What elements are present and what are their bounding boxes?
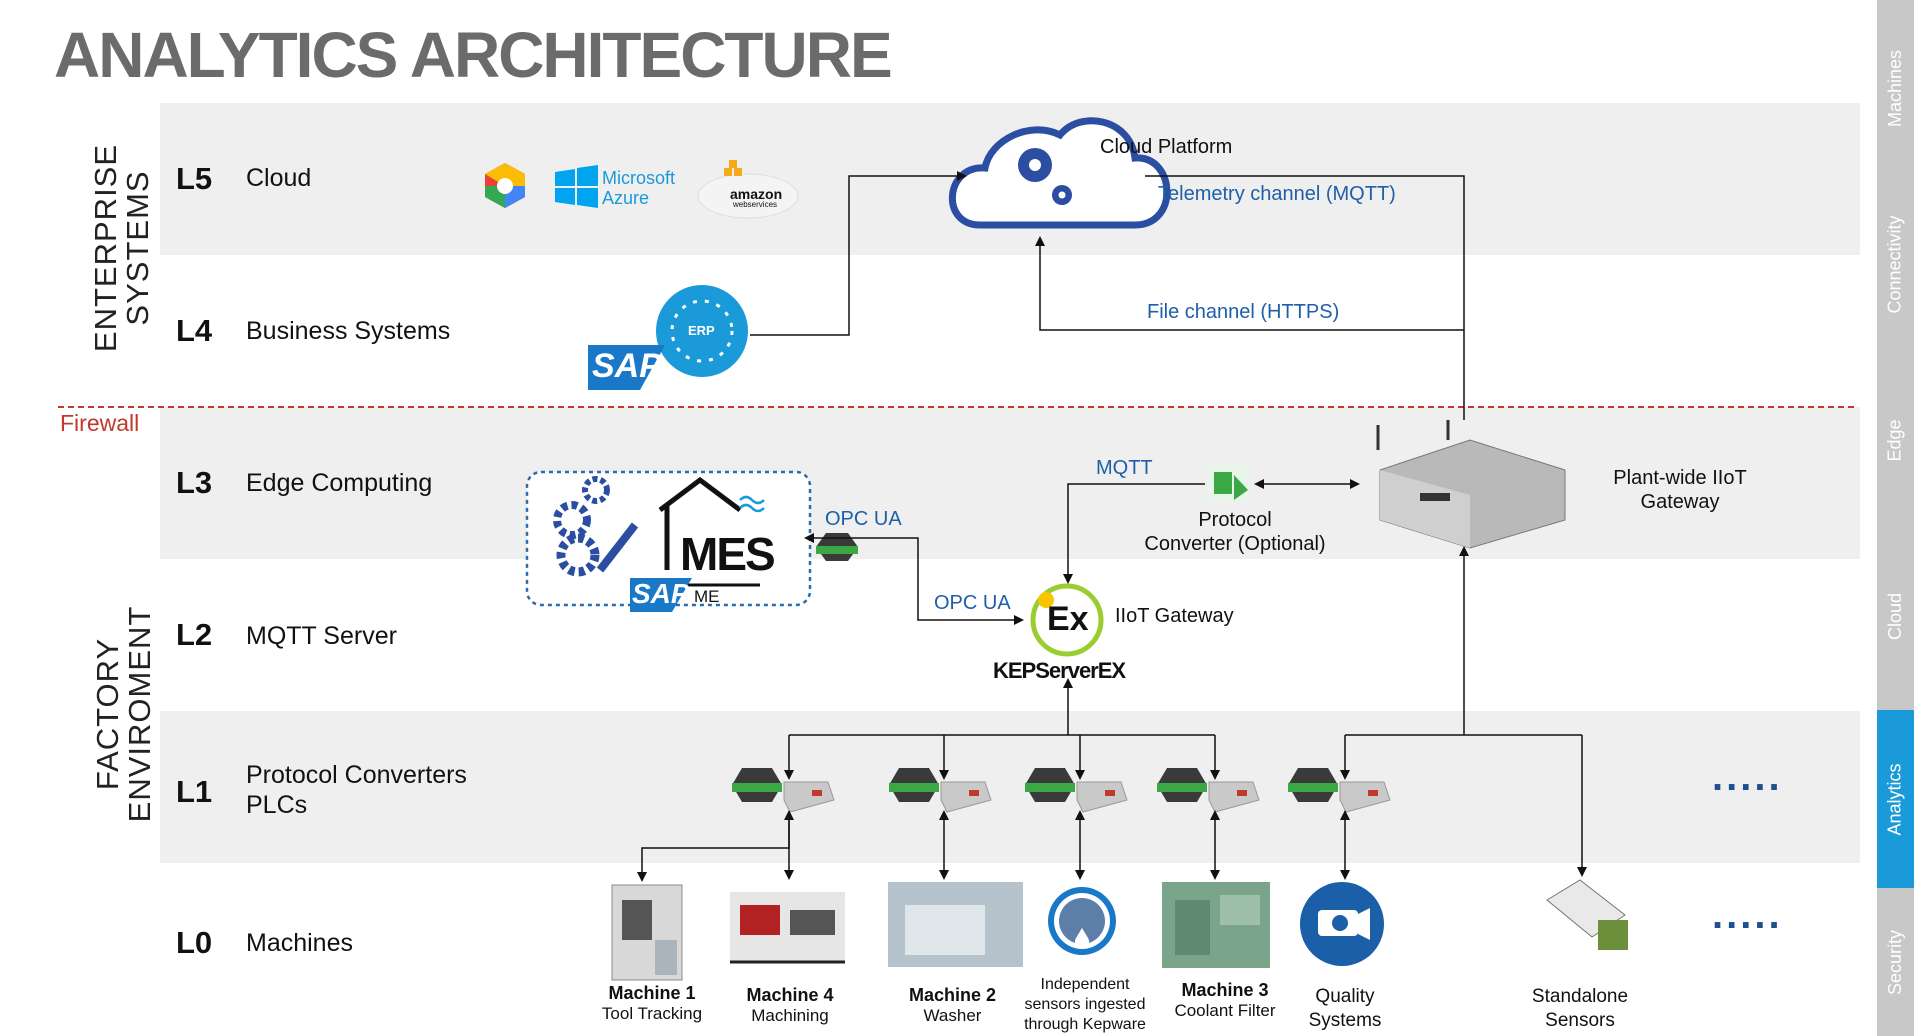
level-name-l3: Edge Computing (246, 469, 433, 497)
machine-2-desc: Washer (923, 1006, 982, 1025)
plc-converter-5 (1288, 768, 1391, 813)
sidebar-tab-security[interactable]: Security (1885, 929, 1905, 995)
sidebar-tab-analytics[interactable]: Analytics (1877, 710, 1914, 888)
band-l1 (160, 711, 1860, 863)
machine-3-name: Machine 3 (1181, 980, 1269, 1000)
protocol-converter-label: Protocol Converter (Optional) (1144, 509, 1326, 555)
level-name-l0: Machines (246, 929, 353, 957)
erp-to-cloud-line (750, 171, 967, 336)
sap-erp-icon (588, 285, 748, 390)
independent-sensor-icon (1048, 887, 1116, 955)
plc-converter-4 (1157, 768, 1260, 813)
opc-ua-label-2: OPC UA (934, 592, 1011, 614)
amazon-label: amazon (730, 186, 783, 202)
telemetry-line (1145, 175, 1465, 420)
plc-converter-3 (1025, 768, 1128, 813)
machine-2-image (888, 882, 1023, 967)
machine-1-name: Machine 1 (608, 983, 696, 1003)
sidebar-tab-machines[interactable]: Machines (1885, 49, 1906, 127)
sap-me-label: SAP (632, 578, 690, 609)
mes-label: MES (680, 528, 776, 580)
independent-sensors-label: Independent sensors ingested through Kep… (1024, 976, 1146, 1033)
quality-camera-icon (1300, 882, 1384, 966)
opc-ua-label-1: OPC UA (825, 508, 902, 530)
standalone-sensor-icon (1546, 879, 1628, 950)
band-l4 (160, 255, 1860, 407)
me-label: ME (694, 587, 720, 606)
azure-label: Microsoft Azure (602, 168, 676, 208)
machine-2-name: Machine 2 (908, 985, 997, 1005)
plc-converter-1 (732, 768, 835, 813)
machine-2-label: Machine 2 Washer (890, 985, 1015, 1026)
level-name-l4: Business Systems (246, 317, 451, 345)
file-channel-label: File channel (HTTPS) (1147, 301, 1340, 323)
sap-me-logo (630, 578, 692, 612)
quality-systems-label: Quality Systems (1308, 986, 1382, 1031)
protocol-converter-icon (1208, 465, 1250, 501)
l0-more-dots: ..... (1712, 893, 1783, 937)
machine-3-image (1162, 882, 1270, 968)
amazon-web-services-icon (697, 160, 799, 219)
level-name-l5: Cloud (246, 164, 312, 192)
file-channel-line (1035, 236, 1464, 331)
cloud-platform-label: Cloud Platform (1100, 136, 1233, 158)
machine-1-label: Machine 1 Tool Tracking (582, 983, 722, 1024)
amazon-sub-label: webservices (733, 200, 778, 209)
level-code-l5: L5 (176, 161, 213, 196)
opc-ua-converter-icon (816, 533, 858, 561)
machine-1-image (611, 884, 683, 981)
level-code-l0: L0 (176, 925, 213, 960)
google-cloud-icon (485, 163, 525, 208)
level-code-l2: L2 (176, 617, 213, 652)
sidebar-tab-connectivity[interactable]: Connectivity (1885, 214, 1906, 314)
machine-4-desc: Machining (751, 1006, 829, 1025)
iiot-gateway-label: IIoT Gateway (1115, 605, 1234, 627)
firewall-label: Firewall (60, 410, 140, 436)
level-code-l1: L1 (176, 774, 213, 809)
machine-4-image (730, 892, 845, 964)
sidebar-tab-cloud[interactable]: Cloud (1885, 592, 1905, 640)
kepserver-logo-icon (1030, 583, 1104, 657)
kepserver-label: KEPServerEX (993, 658, 1126, 683)
machine-3-label: Machine 3 Coolant Filter (1160, 980, 1290, 1021)
plant-iiot-gateway-icon (1376, 420, 1566, 549)
machine-1-desc: Tool Tracking (601, 1004, 703, 1023)
machine-3-desc: Coolant Filter (1174, 1001, 1276, 1020)
plc1-to-m1-line (637, 818, 790, 882)
machine-4-name: Machine 4 (746, 985, 834, 1005)
telemetry-label: Telemetry channel (MQTT) (1158, 183, 1396, 205)
level-code-l4: L4 (176, 313, 213, 348)
mqtt-label: MQTT (1096, 457, 1153, 479)
l1-more-dots: ..... (1712, 755, 1783, 799)
standalone-sensors-label: Standalone Sensors (1531, 986, 1629, 1031)
plant-gateway-label: Plant-wide IIoT Gateway (1613, 467, 1747, 513)
microsoft-azure-icon (555, 165, 598, 208)
mqtt-line (1063, 483, 1205, 584)
sap-label: SAP (592, 347, 662, 385)
erp-label: ERP (688, 323, 715, 338)
ex-logo-text: Ex (1047, 600, 1089, 638)
sidebar-tab-edge[interactable]: Edge (1885, 418, 1906, 462)
level-name-l1: Protocol Converters PLCs (246, 761, 467, 819)
level-code-l3: L3 (176, 465, 213, 500)
machine-4-label: Machine 4 Machining (730, 985, 850, 1026)
gears-pencil-icon (553, 476, 639, 577)
page-title: ANALYTICS ARCHITECTURE (54, 19, 893, 91)
level-name-l2: MQTT Server (246, 622, 397, 650)
mes-kepserver-line (804, 533, 1024, 625)
plc-converter-2 (889, 768, 992, 813)
